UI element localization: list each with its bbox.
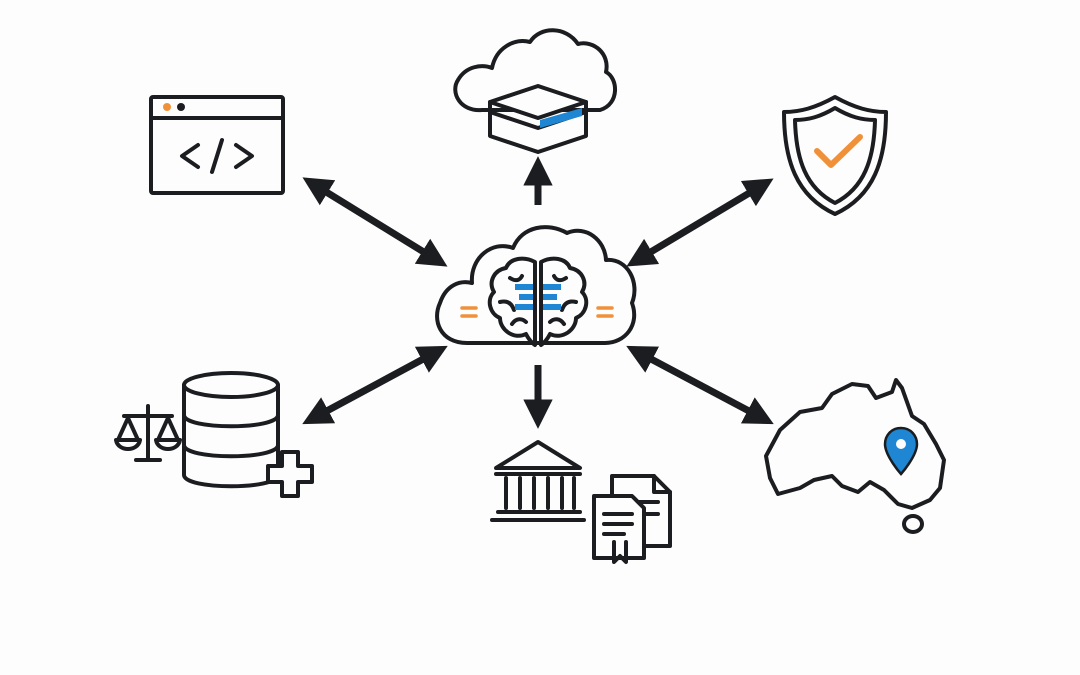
arrow-hub-web-code xyxy=(302,177,448,267)
connection-arrows xyxy=(302,156,774,429)
arrow-hub-security xyxy=(626,178,774,267)
shield-check-icon xyxy=(782,95,888,216)
code-window-icon xyxy=(149,95,285,195)
cloud-storage-icon xyxy=(453,28,617,154)
arrow-hub-australia-location xyxy=(626,345,774,425)
equals-accent-right xyxy=(596,306,614,318)
ai-brain-cloud-icon xyxy=(435,225,637,347)
government-documents-icon xyxy=(490,440,672,564)
legal-database-icon xyxy=(114,371,314,498)
australia-map-pin-icon xyxy=(764,378,946,534)
equals-accent-left xyxy=(460,306,478,318)
arrow-hub-legal-data xyxy=(302,345,448,425)
